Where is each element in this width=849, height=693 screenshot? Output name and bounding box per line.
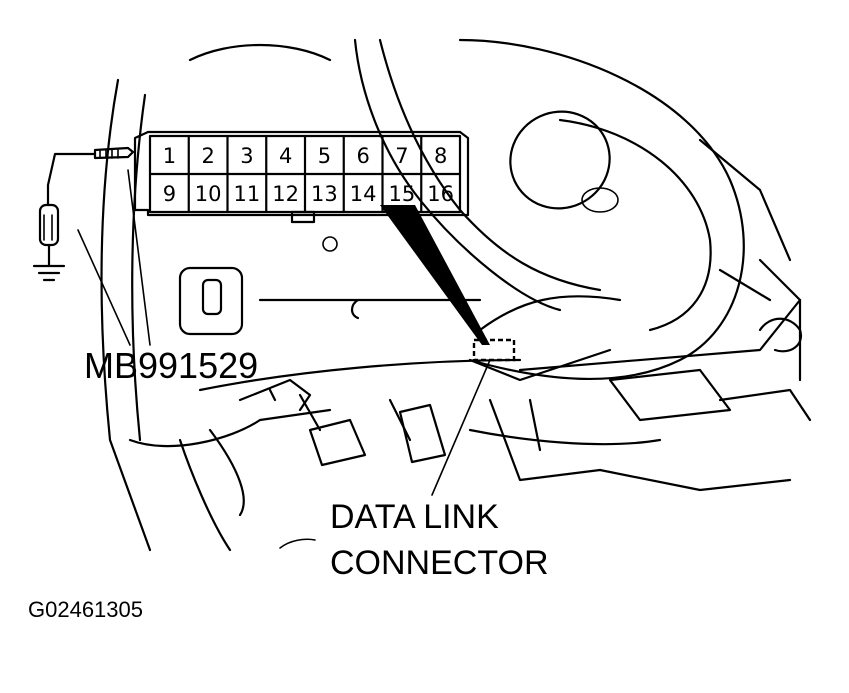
connector-pin-3: 3	[240, 144, 253, 168]
callout-wedge	[380, 205, 490, 345]
tool-leader-line	[77, 229, 131, 346]
connector-pin-9: 9	[163, 182, 176, 206]
connector-pin-10: 10	[195, 182, 222, 206]
figure-id: G02461305	[28, 597, 143, 622]
connector-pin-13: 13	[311, 182, 338, 206]
connector-pin-14: 14	[350, 182, 377, 206]
connector-pin-12: 12	[272, 182, 299, 206]
connector-pin-6: 6	[356, 144, 369, 168]
ground-symbol	[32, 264, 66, 282]
connector-pin-15: 15	[389, 182, 416, 206]
connector-leader-line	[431, 359, 491, 496]
connector-pin-4: 4	[279, 144, 292, 168]
mb991529-tool	[38, 146, 135, 267]
tool-label: MB991529	[84, 345, 258, 386]
connector-pin-2: 2	[201, 144, 214, 168]
connector-pin-5: 5	[318, 144, 331, 168]
connector-label-line1: DATA LINK	[330, 498, 499, 536]
connector-label-line2: CONNECTOR	[330, 544, 549, 582]
connector-pin-11: 11	[234, 182, 261, 206]
connector-pin-16: 16	[427, 182, 454, 206]
connector-pin-8: 8	[434, 144, 447, 168]
connector-pin-7: 7	[395, 144, 408, 168]
connector-pin-1: 1	[163, 144, 176, 168]
